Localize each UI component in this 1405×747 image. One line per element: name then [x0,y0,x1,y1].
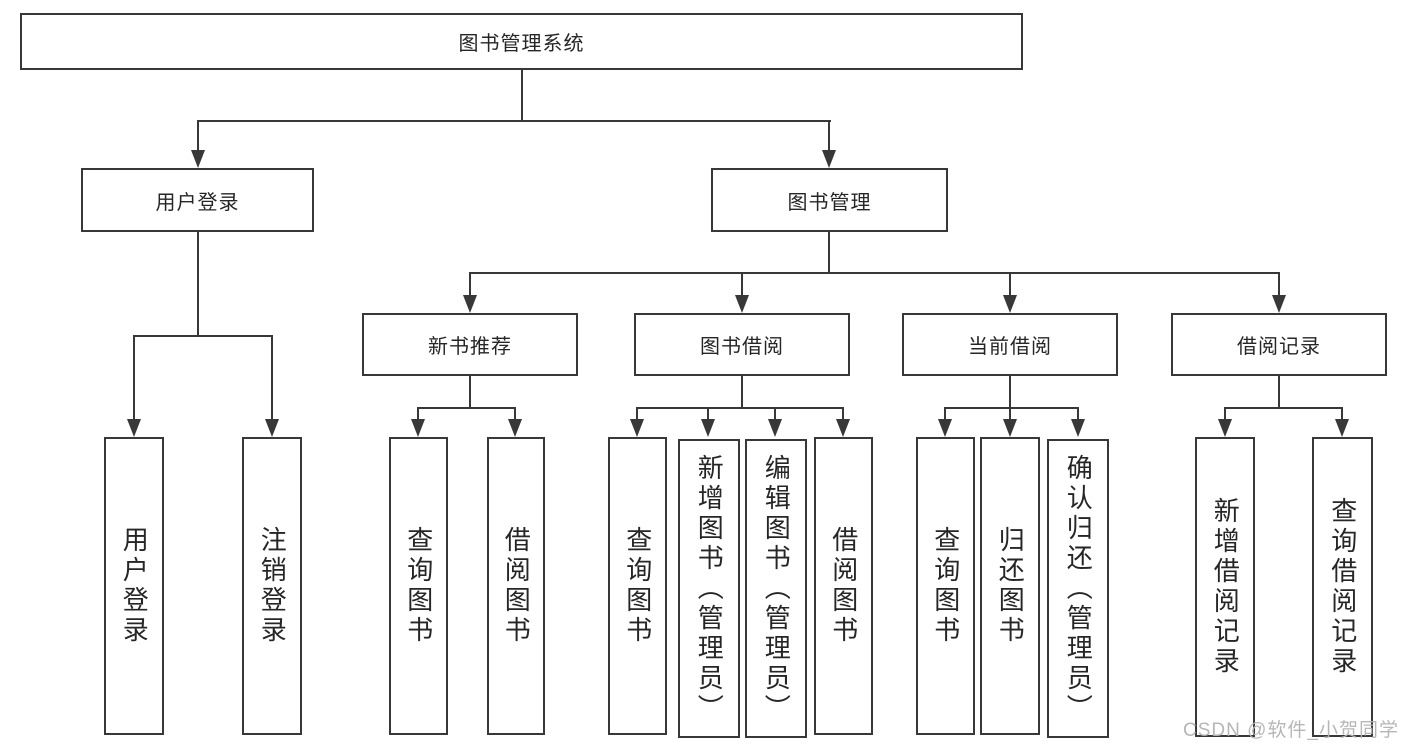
node-bb-borrow-book: 借阅图书 [814,437,873,735]
connector-level3-rail [469,272,1280,274]
connector-current-stem [1009,376,1011,407]
connector-to-leaf-logout [271,335,273,419]
connector-root-stem [521,70,523,120]
connector-to-new-book-rec [469,272,471,296]
connector-book-mgmt-stem [828,232,830,272]
node-br-add-record: 新增借阅记录 [1195,437,1255,737]
node-label: 确认归还（管理员） [1063,453,1094,724]
node-bb-query-book: 查询图书 [608,437,667,735]
node-book-borrowing: 图书借阅 [634,313,850,376]
node-label: 查询图书 [622,526,653,646]
arrowhead-current-borrow [1003,295,1017,313]
connector-to-bb-borrow [842,407,844,419]
node-rec-query-book: 查询图书 [389,437,448,735]
arrowhead-borrow-record [1272,295,1286,313]
node-label: 当前借阅 [968,336,1052,358]
node-label: 查询借阅记录 [1327,497,1358,677]
node-label: 借阅图书 [828,526,859,646]
connector-current-rail [945,407,1078,409]
node-borrowing-records: 借阅记录 [1171,313,1387,376]
connector-borrow-stem [741,376,743,407]
node-leaf-logout: 注销登录 [242,437,302,735]
connector-to-bb-query [636,407,638,419]
node-label: 图书管理系统 [458,33,585,55]
arrowhead-book-borrow [735,295,749,313]
arrowhead-cb-confirm [1071,419,1085,437]
arrowhead-bb-query [630,419,644,437]
node-label: 借阅记录 [1237,336,1321,358]
node-label: 图书借阅 [700,336,784,358]
node-book-management: 图书管理 [711,168,948,232]
arrowhead-rec-borrow [508,419,522,437]
arrowhead-br-add [1218,419,1232,437]
connector-to-bb-add [707,407,709,419]
connector-to-leaf-login [133,335,135,419]
connector-to-rec-borrow [514,407,516,419]
node-cb-confirm-return-admin: 确认归还（管理员） [1047,439,1109,738]
arrowhead-leaf-logout [265,419,279,437]
connector-rec-rail [418,407,516,409]
node-label: 编辑图书（管理员） [761,453,792,724]
node-label: 归还图书 [995,526,1026,646]
node-label: 新书推荐 [428,336,512,358]
connector-to-current-borrow [1009,272,1011,296]
node-bb-edit-book-admin: 编辑图书（管理员） [745,439,807,738]
connector-borrow-rail [637,407,844,409]
arrowhead-book-mgmt [822,150,836,168]
connector-level2-rail [197,120,831,122]
connector-to-borrow-record [1278,272,1280,296]
node-label: 新增图书（管理员） [694,453,725,724]
node-label: 查询图书 [403,526,434,646]
arrowhead-bb-add [701,419,715,437]
node-label: 新增借阅记录 [1210,497,1241,677]
node-cb-return-book: 归还图书 [980,437,1040,735]
connector-to-cb-return [1009,407,1011,419]
arrowhead-leaf-login [127,419,141,437]
node-cb-query-book: 查询图书 [916,437,975,735]
arrowhead-bb-borrow [836,419,850,437]
connector-user-login-rail [133,335,273,337]
arrowhead-br-query [1335,419,1349,437]
arrowhead-rec-query [411,419,425,437]
connector-to-book-borrow [741,272,743,296]
node-new-book-recommendation: 新书推荐 [362,313,578,376]
arrowhead-user-login [191,150,205,168]
node-label: 借阅图书 [501,526,532,646]
connector-to-br-add [1224,407,1226,419]
connector-to-bb-edit [774,407,776,419]
node-label: 用户登录 [119,526,150,646]
node-rec-borrow-book: 借阅图书 [487,437,545,735]
connector-rec-stem [469,376,471,407]
node-br-query-record: 查询借阅记录 [1312,437,1373,737]
node-user-login: 用户登录 [81,168,314,232]
node-current-borrowing: 当前借阅 [902,313,1118,376]
connector-to-rec-query [417,407,419,419]
connector-to-cb-confirm [1077,407,1079,419]
node-label: 查询图书 [930,526,961,646]
arrowhead-cb-return [1003,419,1017,437]
connector-to-book-mgmt [828,120,830,150]
node-label: 图书管理 [787,191,872,214]
arrowhead-bb-edit [768,419,782,437]
connector-user-login-stem [197,232,199,335]
node-label: 注销登录 [257,526,288,646]
connector-to-user-login [197,120,199,150]
connector-record-stem [1278,376,1280,407]
node-leaf-user-login: 用户登录 [104,437,164,735]
connector-to-cb-query [944,407,946,419]
arrowhead-new-book-rec [463,295,477,313]
connector-record-rail [1224,407,1343,409]
node-label: 用户登录 [155,191,240,214]
node-bb-add-book-admin: 新增图书（管理员） [678,439,740,738]
connector-to-br-query [1341,407,1343,419]
node-library-management-system: 图书管理系统 [20,13,1023,70]
arrowhead-cb-query [938,419,952,437]
watermark: CSDN @软件_小贺同学 [1183,720,1399,741]
